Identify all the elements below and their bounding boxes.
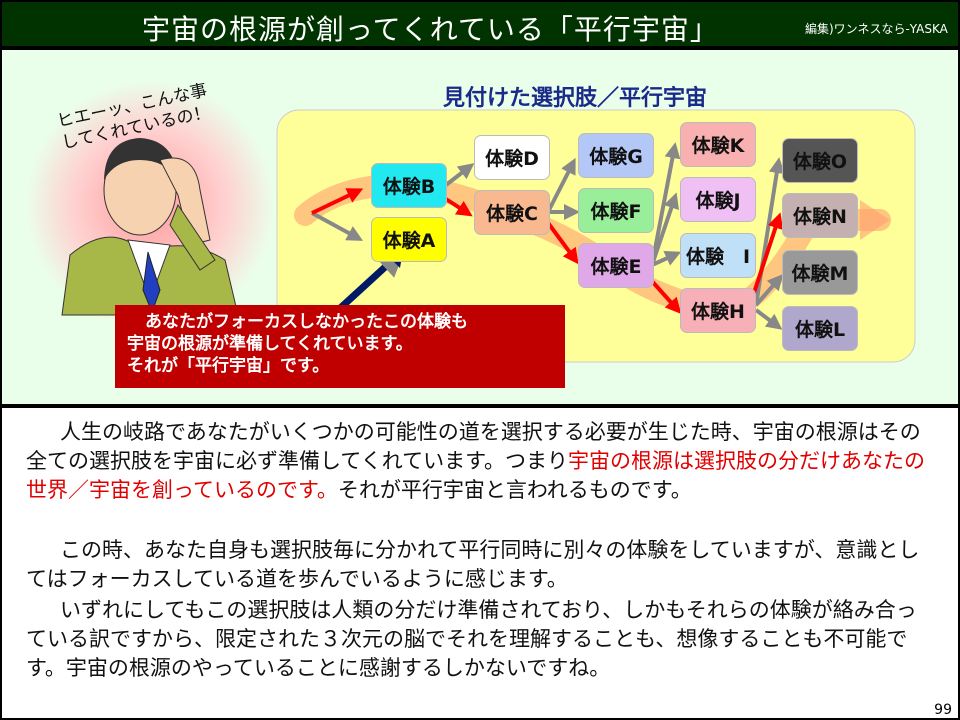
box-m: 体験M [782,250,858,295]
paragraph-1: 人生の岐路であなたがいくつかの可能性の道を選択する必要が生じた時、宇宙の根源はそ… [26,418,936,505]
slide-title: 宇宙の根源が創ってくれている「平行宇宙」 [142,13,719,46]
paragraph-3: いずれにしてもこの選択肢は人類の分だけ準備されており、しかもそれらの体験が絡み合… [26,598,917,680]
title-bar: 宇宙の根源が創ってくれている「平行宇宙」 編集)ワンネスなら-YASKA [0,0,960,48]
box-j: 体験J [680,177,756,222]
box-n: 体験N [782,193,858,238]
focus-path-arrowhead [860,200,890,240]
p1-highlight: 宇宙の根源は選択肢の分だけあなたの世界／宇宙を創っているのです。 [26,449,926,502]
box-l: 体験L [782,306,858,351]
surprised-man-illustration [61,138,239,316]
diagram-title: 見付けた選択肢／平行宇宙 [443,86,708,111]
p1-text: 人生の岐路であなたがいくつかの可能性の道を選択する必要が生じた時、宇宙の根源はそ… [26,420,921,473]
callout-line: 宇宙の根源が準備してくれています。 [127,334,413,354]
p1-text-end: それが平行宇宙と言われるものです。 [337,478,692,502]
credit: 編集)ワンネスなら-YASKA [805,22,948,36]
box-b: 体験B [371,163,447,208]
text-panel [0,406,960,720]
box-h: 体験H [680,288,756,333]
box-a: 体験A [371,217,447,262]
box-e: 体験E [578,243,654,288]
paragraph-2: この時、あなた自身も選択肢毎に分かれて平行同時に別々の体験をしていますが、意識と… [26,538,920,591]
branch-arrows [311,142,785,330]
box-o: 体験O [782,138,858,183]
box-c: 体験C [474,190,550,235]
box-d: 体験D [474,135,550,180]
page-number: 99 [934,702,952,718]
callout-line: それが「平行宇宙」です。 [127,356,330,376]
box-k: 体験K [680,122,756,167]
callout-box: あなたがフォーカスしなかったこの体験も 宇宙の根源が準備してくれています。 それ… [115,305,565,388]
box-f: 体験F [578,188,654,233]
box-g: 体験G [578,133,654,178]
box-i: 体験 I [680,233,756,278]
callout-line: あなたがフォーカスしなかったこの体験も [145,312,468,332]
